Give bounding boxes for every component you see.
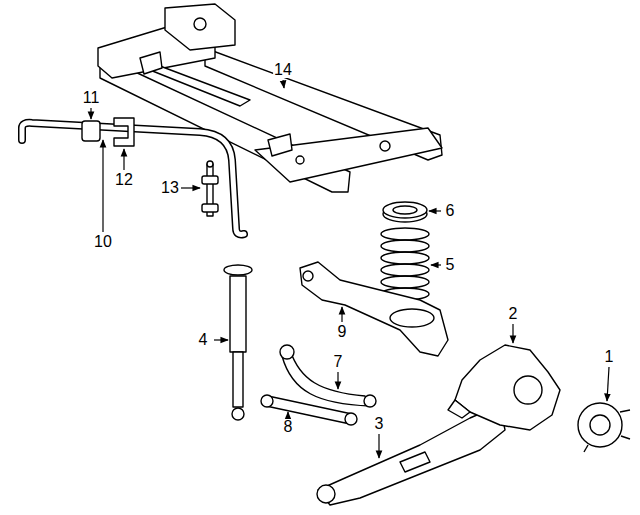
- bushing-bracket: [114, 118, 134, 146]
- drawing-stroke: [181, 187, 200, 188]
- drawing-stroke: [202, 176, 218, 184]
- drawing-stroke: [194, 18, 206, 30]
- drawing-stroke: [232, 408, 244, 420]
- crossmember: [98, 4, 442, 192]
- drawing-stroke: [255, 128, 442, 182]
- trailing-arm: [317, 405, 505, 505]
- callout-number: 12: [114, 172, 134, 188]
- drawing-stroke: [287, 412, 288, 417]
- drawing-stroke: [207, 161, 213, 167]
- drawing-stroke: [345, 413, 357, 425]
- drawing-stroke: [381, 240, 429, 252]
- drawing-stroke: [590, 415, 610, 435]
- drawing-stroke: [512, 324, 513, 343]
- drawing-stroke: [233, 352, 243, 407]
- drawing-stroke: [300, 262, 448, 356]
- drawing-stroke: [261, 395, 273, 407]
- callout-number: 2: [508, 306, 519, 322]
- callout-number: 4: [198, 332, 209, 348]
- drawing-stroke: [429, 210, 441, 211]
- wheel-hub: [578, 403, 630, 452]
- stabilizer-link: [202, 161, 218, 216]
- drawing-stroke: [448, 400, 470, 418]
- drawing-stroke: [578, 403, 622, 447]
- parts: [22, 4, 630, 505]
- drawing-stroke: [383, 202, 427, 218]
- drawing-stroke: [318, 405, 505, 505]
- drawing-stroke: [621, 436, 630, 439]
- drawing-stroke: [90, 108, 91, 119]
- callout-number: 3: [374, 416, 385, 432]
- callout-number: 11: [82, 90, 101, 106]
- spring-seat: [383, 202, 427, 222]
- drawing-stroke: [268, 134, 292, 156]
- shock-absorber: [224, 265, 252, 420]
- callout-number: 14: [273, 62, 293, 78]
- drawing-stroke: [380, 141, 390, 151]
- drawing-stroke: [123, 149, 124, 170]
- drawing-stroke: [400, 452, 430, 472]
- drawing-stroke: [620, 410, 630, 412]
- drawing-stroke: [224, 265, 252, 275]
- drawing-stroke: [364, 395, 376, 407]
- drawing-stroke: [230, 276, 246, 352]
- drawing-stroke: [283, 80, 284, 88]
- drawing-stroke: [317, 485, 335, 503]
- drawing-stroke: [214, 339, 228, 340]
- drawing-stroke: [296, 156, 304, 164]
- bar-bushing: [82, 121, 100, 141]
- drawing-stroke: [393, 206, 417, 214]
- drawing-stroke: [381, 228, 429, 240]
- drawing-stroke: [381, 276, 429, 288]
- callout-number: 8: [283, 419, 294, 435]
- drawing-stroke: [280, 345, 294, 359]
- callout-number: 13: [160, 180, 180, 196]
- callout-number: 10: [93, 234, 113, 250]
- leader-lines: [91, 80, 609, 458]
- callout-number: 1: [604, 349, 615, 365]
- drawing-stroke: [390, 309, 434, 327]
- drawing-stroke: [514, 376, 542, 404]
- drawing-stroke: [337, 372, 338, 389]
- callout-number: 9: [337, 324, 348, 340]
- drawing-stroke: [381, 252, 429, 264]
- drawing-stroke: [303, 271, 313, 281]
- drawing-stroke: [607, 367, 609, 401]
- drawing-stroke: [102, 140, 103, 232]
- drawing-stroke: [381, 264, 429, 276]
- drawing-stroke: [282, 350, 370, 406]
- callout-number: 5: [445, 257, 456, 273]
- drawing-stroke: [150, 66, 250, 106]
- drawing-stroke: [584, 445, 588, 452]
- drawing-stroke: [431, 264, 441, 265]
- drawing-stroke: [165, 4, 235, 50]
- drawing-stroke: [140, 52, 162, 74]
- drawing-stroke: [266, 396, 352, 424]
- coil-spring: [381, 228, 429, 300]
- trailing-link: [261, 395, 357, 425]
- callout-number: 6: [445, 203, 456, 219]
- drawing-stroke: [202, 204, 218, 212]
- knuckle: [448, 345, 560, 430]
- callout-number: 7: [333, 354, 344, 370]
- upper-control-arm: [280, 345, 376, 407]
- drawing-stroke: [341, 307, 342, 322]
- drawing-stroke: [455, 345, 560, 430]
- lower-control-arm: [300, 262, 448, 356]
- drawing-stroke: [378, 434, 379, 458]
